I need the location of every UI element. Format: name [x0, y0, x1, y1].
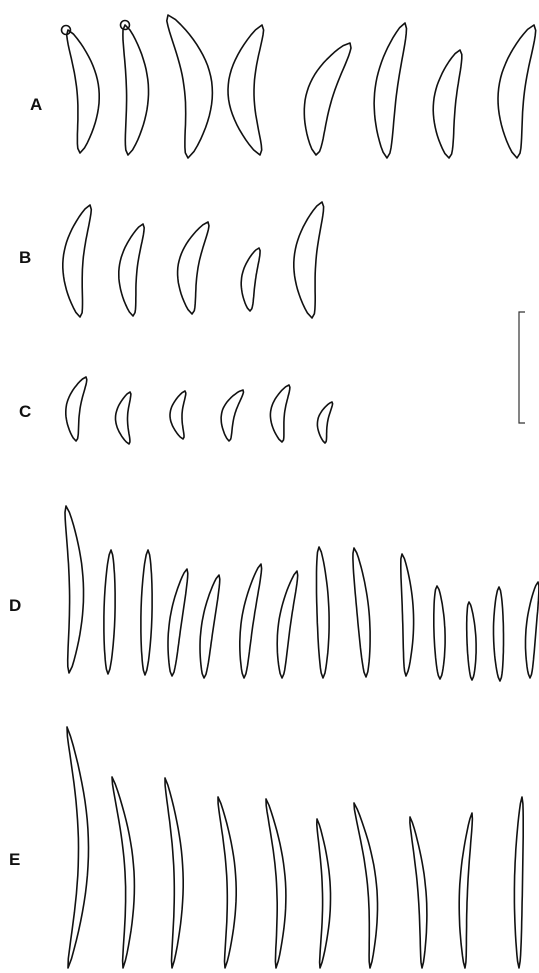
spore-outline-e-8 — [409, 816, 428, 969]
spore-outline-b-1 — [62, 204, 93, 318]
scale-bar — [518, 311, 525, 424]
spore-outline-a-7 — [432, 49, 463, 159]
spore-outline-d-7 — [276, 570, 299, 679]
spore-outline-d-9 — [352, 547, 371, 678]
spore-outline-a-4 — [227, 24, 265, 156]
spore-outline-e-2 — [111, 776, 136, 969]
spore-outline-b-5 — [293, 201, 325, 319]
spore-outline-b-3 — [176, 221, 210, 315]
spore-outline-c-5 — [269, 384, 291, 443]
spore-outline-a-6 — [373, 22, 408, 159]
spore-outline-d-4 — [167, 568, 189, 677]
row-label-b: B — [19, 248, 31, 267]
spore-outline-d-11 — [433, 585, 446, 680]
spore-outline-e-6 — [316, 818, 332, 969]
spore-outline-e-4 — [217, 796, 237, 969]
spore-outline-e-9 — [458, 812, 474, 969]
spore-outline-e-10 — [513, 796, 524, 969]
spore-outline-a-1 — [65, 29, 100, 154]
spore-outline-d-6 — [239, 563, 263, 679]
spore-outline-e-1 — [66, 726, 90, 969]
row-label-d: D — [9, 596, 21, 615]
spore-outline-a-2 — [122, 24, 150, 156]
row-label-c: C — [19, 402, 31, 421]
spore-outline-d-10 — [400, 553, 415, 677]
spore-outline-d-14 — [524, 581, 539, 679]
spore-outline-b-2 — [118, 223, 145, 317]
spore-outline-d-2 — [103, 549, 116, 675]
spore-outline-d-1 — [64, 505, 85, 674]
spore-outline-a-8 — [497, 24, 537, 159]
spore-outline-d-13 — [492, 586, 505, 682]
spore-outline-a-3 — [166, 14, 214, 159]
spore-outline-a-5 — [303, 42, 352, 156]
spore-outline-c-4 — [220, 389, 245, 442]
spore-outline-c-3 — [169, 390, 187, 440]
spore-outline-d-12 — [465, 601, 477, 681]
spore-outline-d-5 — [199, 574, 221, 679]
row-label-a: A — [30, 95, 42, 114]
spore-outline-e-5 — [265, 798, 287, 969]
spore-outline-d-3 — [140, 549, 153, 676]
spore-outline-c-2 — [114, 391, 132, 445]
spore-outline-d-8 — [315, 546, 330, 679]
spore-outline-c-1 — [65, 376, 88, 442]
apical-bubble-a-2 — [119, 19, 131, 31]
spore-outline-e-7 — [353, 802, 379, 969]
row-label-e: E — [9, 850, 20, 869]
spore-outline-b-4 — [240, 247, 261, 312]
apical-bubble-a-1 — [60, 24, 72, 36]
spore-outline-c-6 — [316, 401, 334, 444]
spore-outline-e-3 — [164, 777, 184, 969]
